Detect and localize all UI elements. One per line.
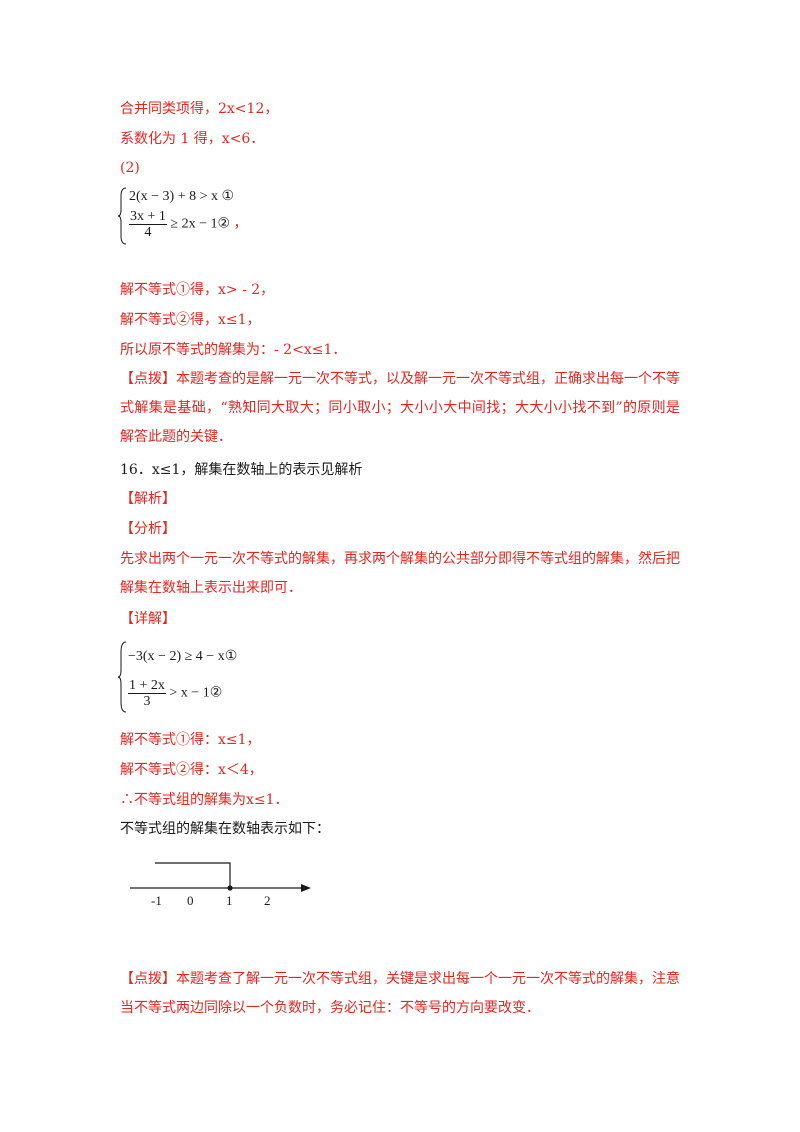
line-solve-3: 解不等式①得：x≤1， (120, 732, 261, 748)
line-coefficient: 系数化为 1 得，x<6． (120, 131, 265, 147)
brace-icon (118, 187, 127, 245)
line-solution-set: 所以原不等式的解集为：- 2<x≤1． (120, 342, 347, 358)
part-2-label: (2) (120, 160, 140, 176)
hint-paragraph-2: 【点拨】本题考查了解一元一次不等式组，关键是求出每一个一元一次不等式的解集，注意… (120, 971, 680, 1016)
section-fenxi: 【分析】 (120, 521, 176, 537)
tick-label-1: 1 (226, 893, 233, 908)
axis-arrow (301, 884, 311, 892)
analysis-paragraph: 先求出两个一元一次不等式的解集，再求两个解集的公共部分即得不等式组的解集，然后把… (120, 551, 680, 596)
line-solve-2: 解不等式②得，x≤1， (120, 312, 261, 328)
number-line: -1 0 1 2 (130, 862, 311, 908)
question-16: 16．x≤1，解集在数轴上的表示见解析 (120, 462, 363, 478)
tick-label-0: 0 (187, 893, 194, 908)
system1-eq1: 2(x − 3) + 8 > x ① (129, 189, 235, 204)
line-combine: 合并同类项得，2x<12， (120, 101, 279, 117)
system2-eq1: −3(x − 2) ≥ 4 − x① (128, 649, 238, 664)
section-jiexi: 【解析】 (120, 491, 176, 507)
brace-icon (118, 641, 127, 713)
line-conclusion: ∴不等式组的解集为x≤1． (120, 792, 289, 808)
section-xiangjie: 【详解】 (120, 611, 176, 627)
solution-bracket (155, 862, 231, 888)
line-solve-4: 解不等式②得：x＜4， (120, 762, 263, 778)
line-solve-1: 解不等式①得，x> - 2， (120, 282, 275, 298)
tick-label-neg1: -1 (151, 893, 162, 908)
solid-dot (227, 885, 233, 891)
tick-label-2: 2 (264, 893, 271, 908)
hint-paragraph-1: 【点拨】本题考查的是解一元一次不等式，以及解一元一次不等式组，正确求出每一个不等… (120, 371, 680, 445)
line-number-line-intro: 不等式组的解集在数轴表示如下： (120, 821, 330, 837)
